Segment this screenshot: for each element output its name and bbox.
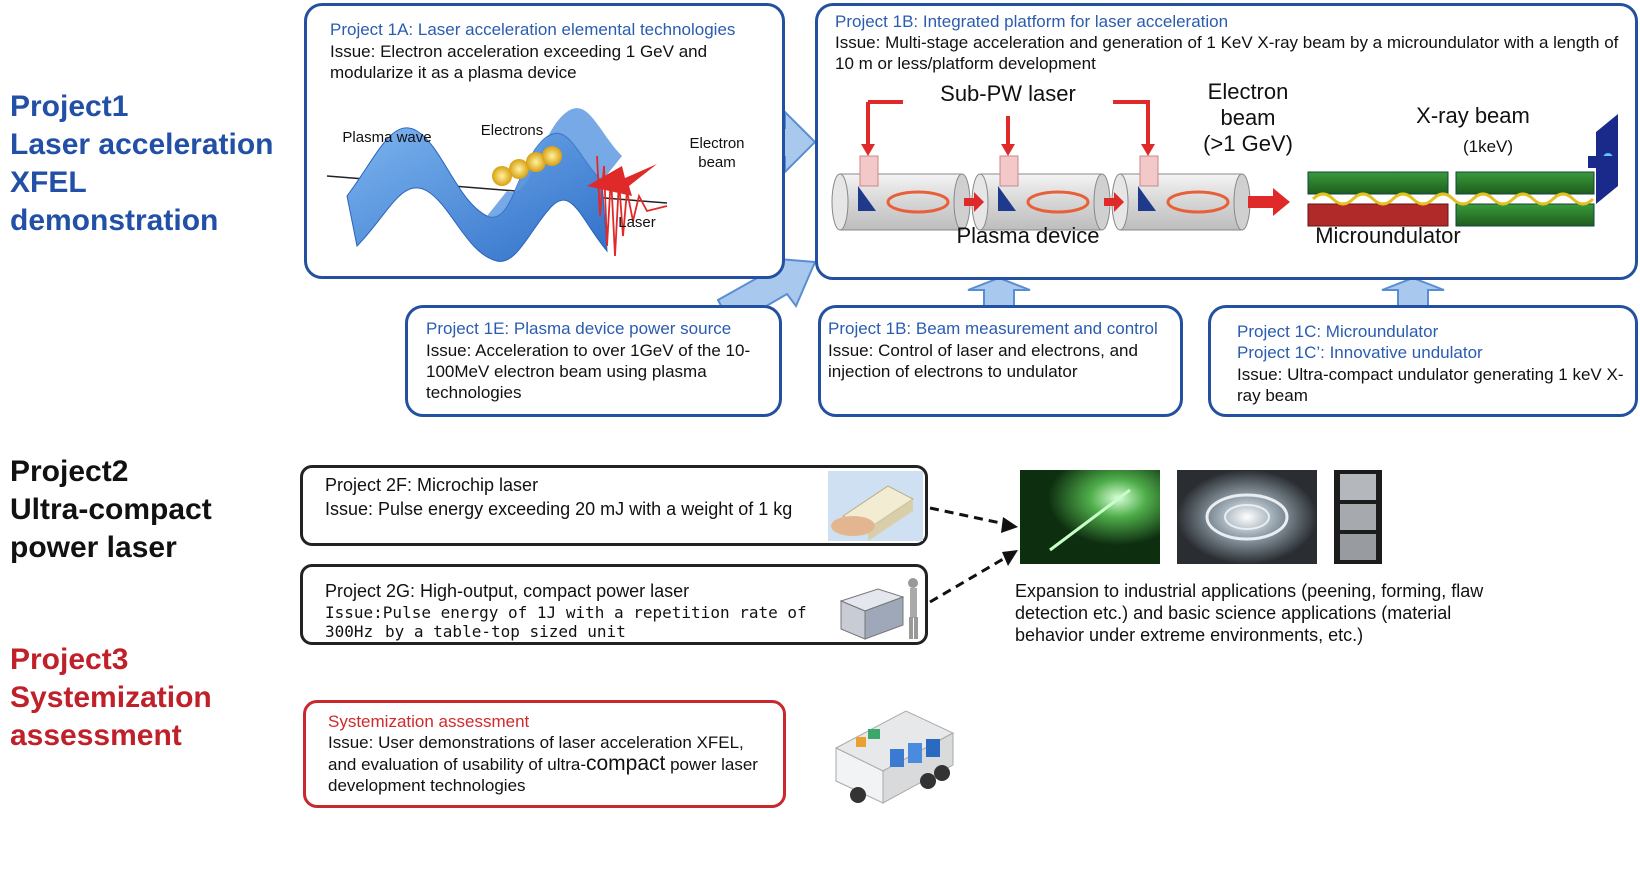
- project1-line2: Laser acceleration: [10, 128, 274, 161]
- project-1a-issue: Issue: Electron acceleration exceeding 1…: [330, 42, 708, 82]
- film-strip-photo: [1334, 470, 1382, 564]
- plasma-wave-illustration: [326, 108, 668, 262]
- project-3-title: Systemization assessment: [328, 712, 530, 731]
- project1-line1: Project1: [10, 90, 129, 123]
- project2-line1: Project2: [10, 455, 129, 488]
- electrons-label: Electrons: [480, 122, 544, 139]
- project-1a-title: Project 1A: Laser acceleration elemental…: [330, 20, 736, 39]
- project1-line4: demonstration: [10, 204, 219, 237]
- plasma-cylinder-1: [831, 155, 971, 231]
- project3-title: Project3 Systemization assessment: [10, 641, 290, 755]
- application-photos: [1020, 470, 1382, 564]
- project-1e-title: Project 1E: Plasma device power source: [426, 319, 732, 338]
- project2-line2: Ultra-compact: [10, 493, 212, 526]
- plasma-cylinder-3: [1111, 155, 1251, 231]
- arrow-1b-up: [967, 276, 1031, 307]
- plasma-wave-shape: [346, 127, 608, 262]
- project1-line3: XFEL: [10, 166, 87, 199]
- project-3-box: Systemization assessment Issue: User dem…: [303, 700, 786, 808]
- project2-title: Project2 Ultra-compact power laser: [10, 453, 290, 567]
- project3-line1: Project3: [10, 643, 129, 676]
- project-3-issue: Issue: User demonstrations of laser acce…: [328, 732, 768, 796]
- electron-beam-line3: (>1 GeV): [1203, 131, 1293, 156]
- project-1e-issue: Issue: Acceleration to over 1GeV of the …: [426, 341, 751, 402]
- project-2g-issue-line1: Issue:Pulse energy of 1J with a repetiti…: [325, 603, 807, 641]
- applications-text: Expansion to industrial applications (pe…: [1015, 581, 1484, 645]
- laser-label: Laser: [618, 214, 656, 231]
- xray-beam-label: X-ray beam: [1416, 103, 1530, 128]
- project-1c-title2: Project 1C’: Innovative undulator: [1237, 343, 1483, 362]
- arrow-1c-up: [1381, 276, 1445, 307]
- project-2f-title: Project 2F: Microchip laser: [325, 475, 539, 495]
- project-1b-platform-title: Project 1B: Integrated platform for lase…: [835, 12, 1229, 31]
- microchip-laser-photo: [828, 471, 923, 541]
- dashed-arrow-2f: [929, 506, 1011, 527]
- xray-photo: [1177, 470, 1317, 564]
- project-1b-beam-issue: Issue: Control of laser and electrons, a…: [828, 341, 1138, 381]
- project1-title: Project1 Laser acceleration XFEL demonst…: [10, 88, 290, 240]
- project-1b-platform-box: Project 1B: Integrated platform for lase…: [815, 3, 1638, 280]
- project-3-issue-part-b: power laser development technologies: [328, 755, 758, 795]
- plasma-cylinder-2: [971, 155, 1111, 231]
- electron-beam-line2: beam: [1220, 105, 1276, 130]
- xray-energy-label: (1keV): [1462, 137, 1514, 156]
- electron-beam-label: Electron beam: [689, 135, 745, 171]
- laser-pulse: [596, 155, 668, 257]
- project-1a-box: Project 1A: Laser acceleration elemental…: [304, 3, 785, 279]
- project-2g-box: Project 2G: High-output, compact power l…: [300, 564, 928, 645]
- plasma-device-label: Plasma device: [956, 223, 1100, 248]
- project3-line3: assessment: [10, 719, 182, 752]
- sub-pw-laser-label: Sub-PW laser: [940, 81, 1076, 106]
- power-laser-unit-photo: [839, 578, 918, 640]
- project-1c-issue: Issue: Ultra-compact undulator generatin…: [1237, 365, 1624, 405]
- project-3-issue-part-a: Issue: User demonstrations of laser acce…: [328, 733, 744, 774]
- project2-line3: power laser: [10, 531, 177, 564]
- electron-beam-1gev-label: Electron beam (>1 GeV): [1188, 79, 1308, 157]
- microundulator-label: Microundulator: [1315, 223, 1461, 248]
- project-1b-platform-issue: Issue: Multi-stage acceleration and gene…: [835, 33, 1619, 73]
- project-2g-issue-line2: by a table-top sized unit: [385, 622, 626, 641]
- laser-accelerator-illustration: [831, 100, 1618, 231]
- microundulator-graphic: [1307, 171, 1595, 227]
- electron-beam-line1: Electron: [1207, 79, 1289, 104]
- peening-photo: [1020, 470, 1160, 564]
- project-3-issue-compact: compact: [586, 752, 666, 775]
- project-1e-box: Project 1E: Plasma device power source I…: [405, 305, 782, 417]
- plasma-wave-label: Plasma wave: [342, 129, 432, 146]
- project-1b-beam-box: Project 1B: Beam measurement and control…: [818, 305, 1183, 417]
- project-1c-box: Project 1C: Microundulator Project 1C’: …: [1208, 305, 1638, 417]
- project-1b-beam-title: Project 1B: Beam measurement and control: [828, 319, 1158, 338]
- mobile-unit-truck-illustration: [834, 710, 955, 804]
- dashed-arrow-2g: [929, 553, 1011, 604]
- project3-line2: Systemization: [10, 681, 212, 714]
- project-2f-issue: Issue: Pulse energy exceeding 20 mJ with…: [325, 499, 793, 519]
- project-2g-title: Project 2G: High-output, compact power l…: [325, 581, 690, 601]
- project-2f-box: Project 2F: Microchip laser Issue: Pulse…: [300, 465, 928, 546]
- project-1c-title1: Project 1C: Microundulator: [1237, 322, 1439, 341]
